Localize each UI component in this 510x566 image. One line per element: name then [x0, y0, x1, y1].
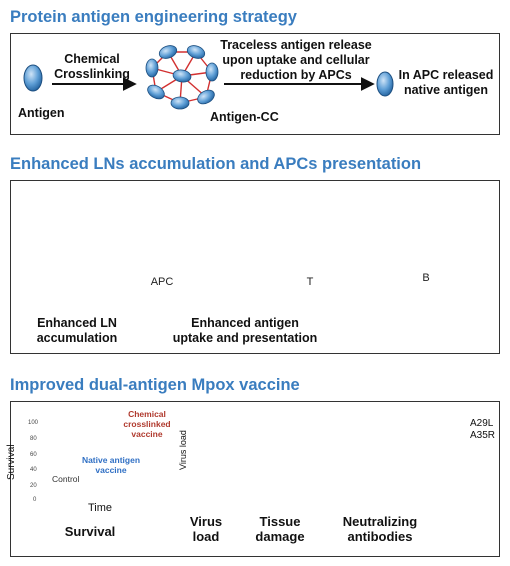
legend-control: Control [52, 474, 80, 484]
tissue-label-1: Tissue [259, 514, 301, 529]
survival-ylabel: Survival [6, 444, 17, 480]
ytick-60: 60 [30, 452, 37, 458]
release-label-2: upon uptake and cellular [222, 53, 370, 67]
ln-label-2: accumulation [36, 331, 118, 345]
nab-label-2: antibodies [347, 529, 413, 544]
section-title-presentation: Enhanced LNs accumulation and APCs prese… [10, 155, 422, 173]
uptake-label-1: Enhanced antigen [191, 316, 299, 330]
section-title-strategy: Protein antigen engineering strategy [10, 8, 297, 26]
antigen-icon [23, 64, 43, 92]
ytick-0: 0 [33, 497, 37, 503]
native-antigen-icon [376, 71, 394, 97]
ytick-40: 40 [30, 467, 37, 473]
t-cell-label: T [306, 276, 314, 288]
presentation-panel [10, 180, 500, 354]
virus-label-1: Virus [189, 514, 223, 529]
ln-label-1: Enhanced LN [37, 316, 117, 330]
antigen-cc-label: Antigen-CC [210, 110, 279, 124]
antigen-a35r: A35R [470, 430, 496, 441]
antigen-label: Antigen [18, 106, 65, 120]
nab-label-1: Neutralizing [342, 514, 418, 529]
crosslink-label-1: Chemical [64, 52, 120, 66]
antigen-a29l: A29L [470, 418, 494, 429]
apc-label: APC [150, 276, 174, 288]
uptake-label-2: uptake and presentation [172, 331, 318, 345]
antigen-cc-icon [145, 45, 219, 110]
ytick-100: 100 [28, 420, 39, 426]
virus-ylabel: Virus load [178, 430, 188, 470]
release-label-1: Traceless antigen release [220, 38, 372, 52]
ytick-80: 80 [30, 436, 37, 442]
b-cell-label: B [422, 272, 430, 284]
tissue-label-2: damage [255, 529, 305, 544]
section-title-vaccine: Improved dual-antigen Mpox vaccine [10, 376, 300, 394]
virus-label-2: load [192, 529, 220, 544]
ytick-20: 20 [30, 483, 37, 489]
crosslink-label-2: Crosslinking [54, 67, 130, 81]
survival-xlabel: Time [88, 502, 113, 514]
native-label-2: native antigen [403, 83, 489, 97]
release-label-3: reduction by APCs [240, 68, 352, 82]
native-label-1: In APC released [398, 68, 494, 82]
survival-label: Survival [64, 524, 116, 539]
vaccine-panel [10, 401, 500, 557]
